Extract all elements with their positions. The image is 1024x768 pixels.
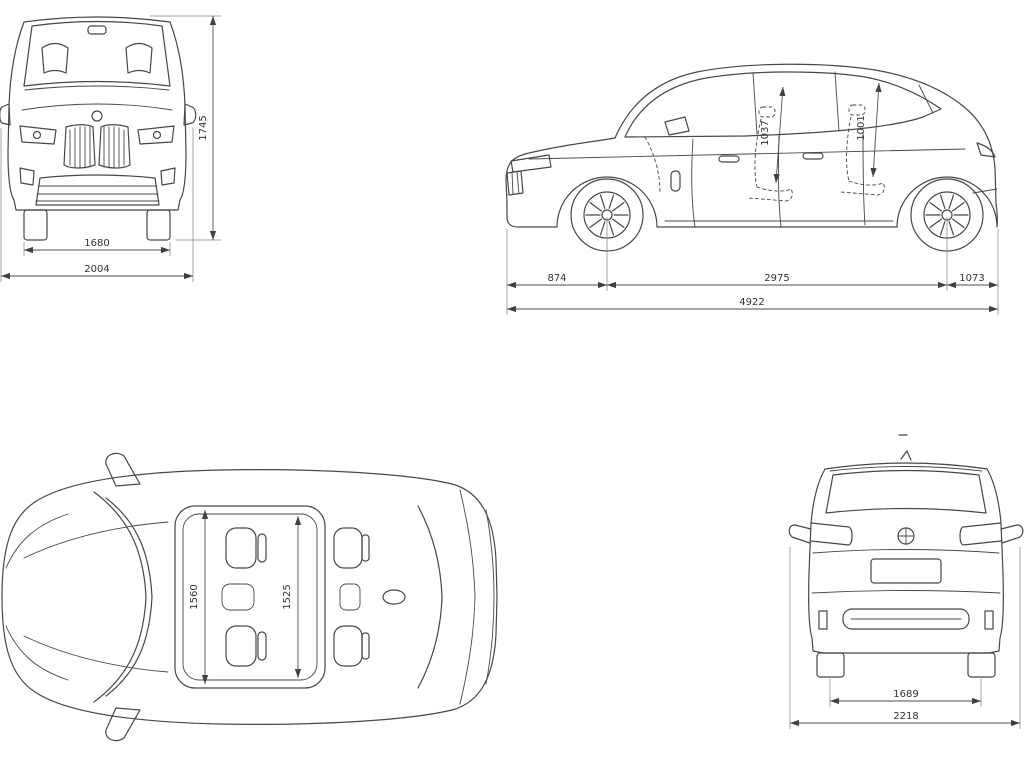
rear-window xyxy=(825,469,987,514)
rear-wheels xyxy=(816,652,996,678)
side-taillamp xyxy=(976,142,996,158)
front-view: 1745 1680 2004 xyxy=(0,0,240,300)
top-dimensions: 1560 1525 xyxy=(189,510,302,684)
dim-label-rear-overhang: 1073 xyxy=(959,273,984,284)
side-grille xyxy=(506,170,524,196)
dim-label-overall-height: 1745 xyxy=(198,115,209,140)
panoramic-roof xyxy=(174,505,326,689)
dim-label-rear-track: 1689 xyxy=(893,689,918,700)
interior-dashed xyxy=(644,104,885,202)
rear-view: 1689 2218 xyxy=(785,425,1024,745)
rear-car-art xyxy=(788,434,1024,678)
tail-contours xyxy=(459,489,495,705)
side-lower-outline xyxy=(506,176,999,228)
fender-gill xyxy=(670,170,681,192)
front-view-drawing: 1745 1680 2004 xyxy=(0,15,221,282)
side-view: 1037 1001 874 2975 1073 4922 xyxy=(495,25,1024,325)
front-dimensions: 1745 1680 2004 xyxy=(0,15,221,282)
side-headlight xyxy=(510,154,552,173)
rear-bumper xyxy=(818,608,994,630)
rearview-mirror xyxy=(87,25,107,35)
front-wheels xyxy=(23,209,171,241)
headrests xyxy=(41,42,153,74)
dim-label-headroom-rear: 1001 xyxy=(856,115,867,140)
bmw-logo xyxy=(897,527,915,545)
rear-window-arc xyxy=(417,505,443,689)
rear-mirrors xyxy=(788,524,1024,544)
rear-roof xyxy=(824,462,988,470)
side-upper-outline xyxy=(505,63,997,204)
hood-lines xyxy=(21,85,173,111)
dim-label-headroom-front: 1037 xyxy=(760,120,771,145)
rear-view-drawing: 1689 2218 xyxy=(788,434,1024,729)
top-view: 1560 1525 xyxy=(0,440,515,750)
side-glasshouse xyxy=(624,71,942,138)
dim-label-interior-width-front: 1560 xyxy=(189,584,200,609)
top-view-drawing: 1560 1525 xyxy=(1,452,498,742)
dim-label-front-overhang: 874 xyxy=(547,273,566,284)
dim-label-overall-length: 4922 xyxy=(739,297,764,308)
dim-label-front-track: 1680 xyxy=(84,238,109,249)
seats xyxy=(221,527,370,667)
tailgate-crease xyxy=(812,549,1000,554)
antenna-fin xyxy=(900,450,912,461)
windshield xyxy=(23,20,171,87)
tailgate-lower-edge xyxy=(811,590,1001,594)
door-handles xyxy=(718,152,824,163)
nose-contours xyxy=(5,513,169,681)
top-body-outline xyxy=(1,469,498,725)
dim-label-width-incl-mirrors: 2218 xyxy=(893,711,918,722)
bmw-logo xyxy=(91,110,103,122)
top-mirrors xyxy=(105,452,141,742)
pillars xyxy=(752,71,934,135)
spoiler-line xyxy=(829,466,983,472)
side-mirrors xyxy=(0,103,197,126)
side-dimensions: 1037 1001 874 2975 1073 4922 xyxy=(506,82,999,315)
rear-bumper-line xyxy=(972,188,998,194)
roof-detail xyxy=(382,589,406,605)
dim-label-wheelbase: 2975 xyxy=(764,273,789,284)
front-body-outline xyxy=(7,21,187,211)
side-view-drawing: 1037 1001 874 2975 1073 4922 xyxy=(505,63,999,315)
front-roof xyxy=(23,16,171,23)
dim-label-overall-width: 2004 xyxy=(84,264,109,275)
rear-side-right xyxy=(986,468,1004,654)
kidney-grille xyxy=(63,124,131,169)
top-car-art xyxy=(1,452,498,742)
wing-mirror xyxy=(664,116,690,136)
fog-lamps xyxy=(19,167,176,186)
headlights xyxy=(19,125,175,145)
windshield-arcs xyxy=(93,491,153,703)
rear-side-left xyxy=(808,468,826,654)
rear-dimensions: 1689 2218 xyxy=(789,547,1021,729)
license-plate-recess xyxy=(870,558,942,584)
belt-crease xyxy=(528,148,966,160)
dim-label-interior-width-rear: 1525 xyxy=(282,584,293,609)
front-car-art xyxy=(0,16,197,241)
lower-intake xyxy=(35,174,160,206)
side-car-art xyxy=(505,63,999,252)
taillights xyxy=(810,522,1002,546)
